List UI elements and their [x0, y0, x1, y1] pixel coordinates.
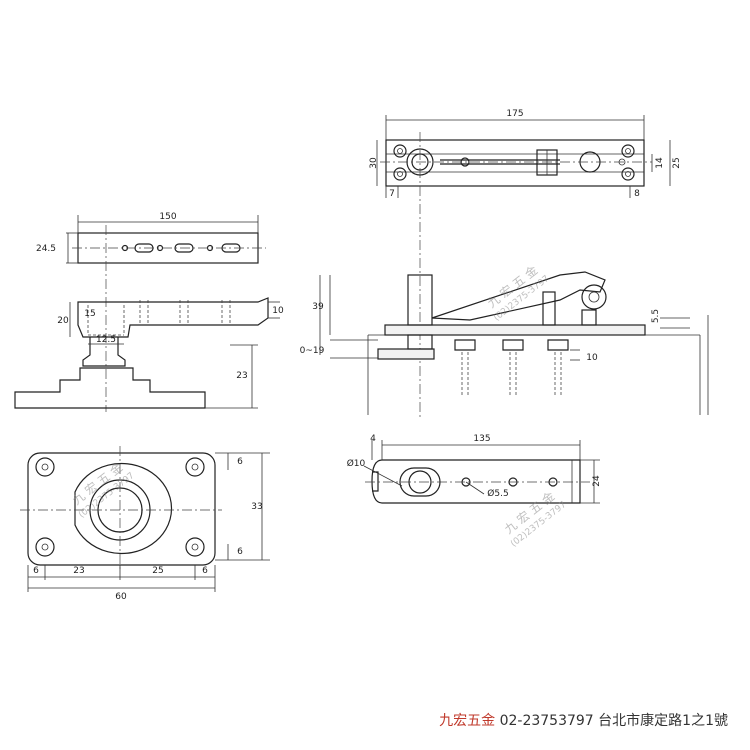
dim-bottom-width: 135 — [473, 434, 490, 444]
dim-hole-dia: Ø5.5 — [487, 488, 508, 499]
dim-base-w4: 6 — [202, 566, 208, 576]
base-plan-view: 33 6 6 6 23 25 6 60 — [20, 446, 270, 602]
dim-pivot-dia: Ø10 — [347, 458, 366, 469]
footer-phone: 02-23753797 — [499, 713, 594, 729]
top-view: 175 30 14 25 7 8 — [369, 109, 682, 420]
dim-plate-width: 150 — [159, 212, 176, 222]
dim-neck-width: 12.5 — [96, 335, 116, 345]
footer-brand: 九宏五金 — [439, 713, 496, 729]
dim-top-right-offset: 8 — [634, 189, 640, 199]
dim-base-height-total: 33 — [251, 502, 262, 512]
watermark-1: 九 宏 五 金 (02)2375-3797 — [484, 262, 551, 323]
dim-side-right: 5.5 — [651, 309, 661, 323]
dim-top-width: 175 — [506, 109, 523, 119]
dim-base-height: 23 — [236, 371, 247, 381]
dim-side-bottom: 10 — [586, 353, 598, 363]
dim-base-w3: 25 — [152, 566, 163, 576]
footer-contact: 九宏五金 02-23753797 台北市康定路1之1號 — [439, 710, 728, 730]
dim-base-top-margin: 6 — [237, 457, 243, 467]
dim-base-total-width: 60 — [115, 592, 127, 602]
dim-side-height: 39 — [312, 302, 324, 312]
plate-view: 150 24.5 — [36, 212, 266, 412]
dim-block-inner: 15 — [84, 309, 95, 319]
dim-top-height-outer: 30 — [369, 157, 379, 169]
dim-bottom-left-offset: 4 — [370, 434, 376, 444]
dim-base-bottom-margin: 6 — [237, 547, 243, 557]
dim-block-height: 20 — [57, 316, 69, 326]
footer-address: 台北市康定路1之1號 — [598, 713, 728, 729]
side-view: 39 0~19 10 5.5 — [300, 271, 709, 415]
dim-top-left-offset: 7 — [389, 189, 395, 199]
dim-base-w2: 23 — [73, 566, 84, 576]
dim-side-travel: 0~19 — [300, 346, 325, 356]
dim-block-thickness: 10 — [272, 306, 284, 316]
dim-top-height-inner: 14 — [655, 157, 665, 169]
dim-plate-height: 24.5 — [36, 244, 56, 254]
dim-top-height-right: 25 — [672, 157, 682, 168]
block-section-view: 10 20 15 12.5 23 — [14, 297, 284, 409]
dim-bottom-height: 24 — [592, 475, 602, 487]
dim-base-w1: 6 — [33, 566, 39, 576]
bottom-view: 4 135 24 Ø10 Ø5.5 — [347, 434, 602, 504]
